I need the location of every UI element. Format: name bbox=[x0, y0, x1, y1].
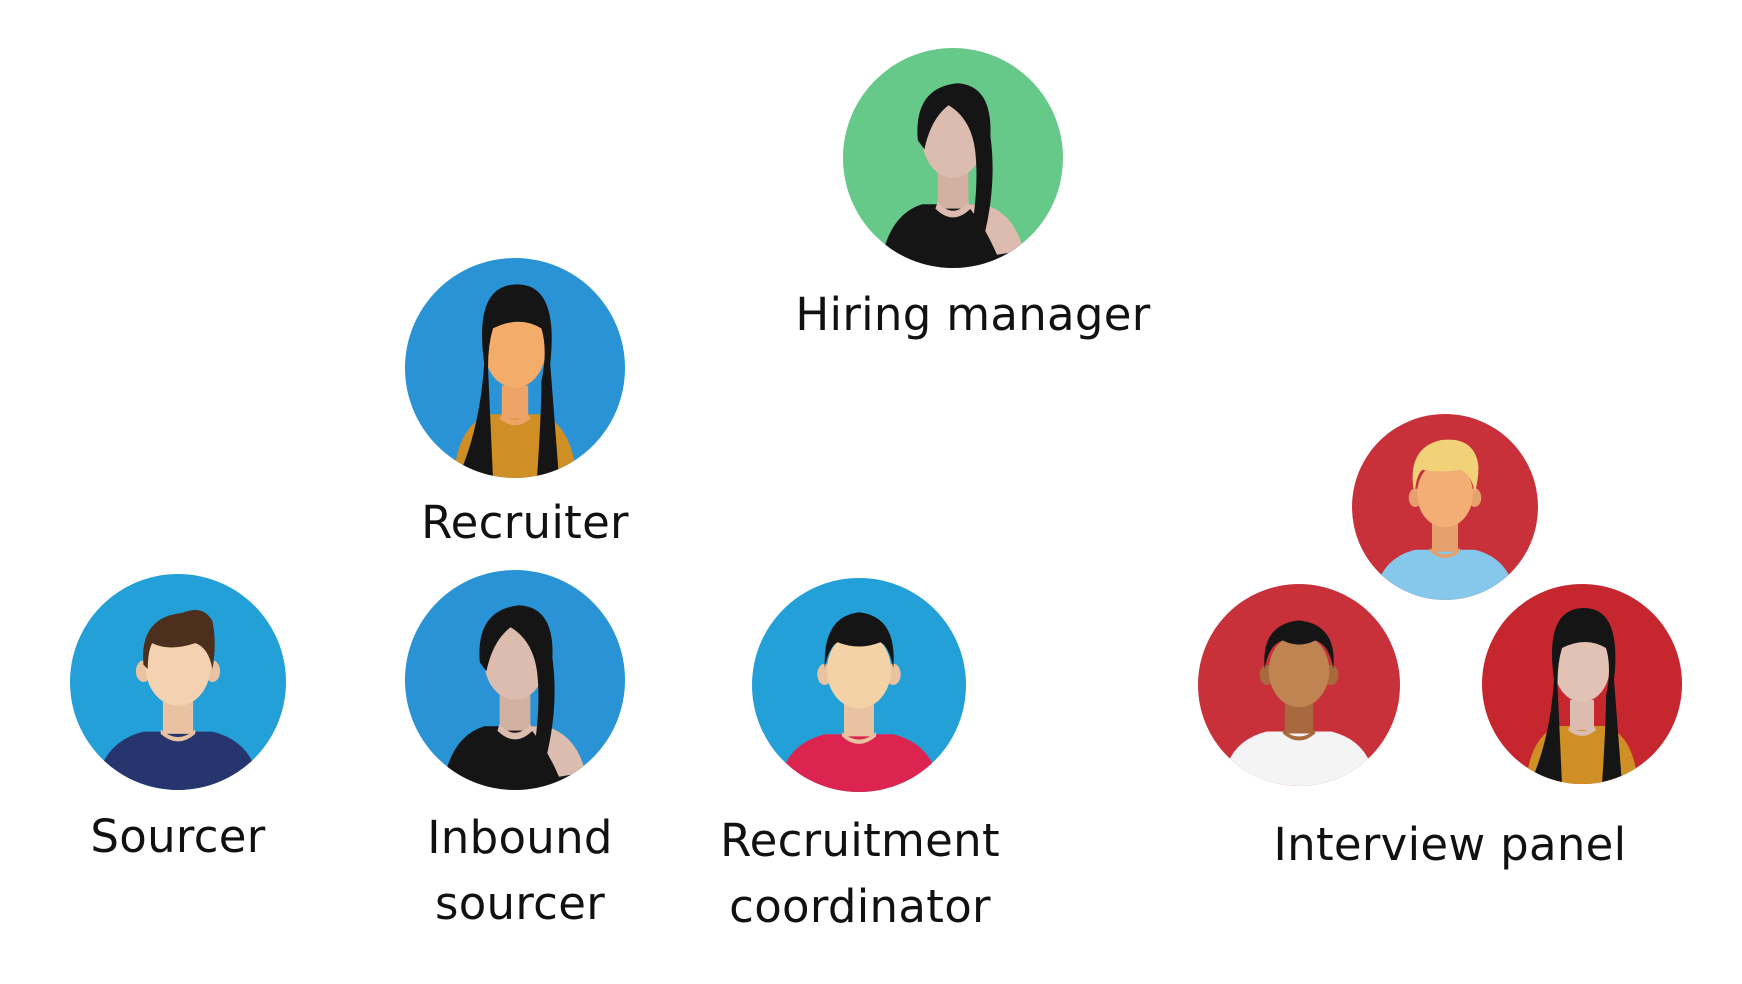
inbound-sourcer-label: Inbound sourcer bbox=[355, 805, 685, 937]
recruitment-coordinator-label: Recruitment coordinator bbox=[695, 808, 1025, 940]
man-black-hair-avatar-icon bbox=[752, 578, 966, 792]
inbound-sourcer-label-line1: Inbound bbox=[427, 811, 613, 864]
man-dark-skin-avatar-icon bbox=[1198, 584, 1400, 786]
woman-long-hair-avatar-icon bbox=[405, 258, 625, 478]
woman-long-hair-avatar-icon bbox=[1482, 584, 1682, 784]
inbound-sourcer-label-line2: sourcer bbox=[434, 877, 606, 930]
woman-side-hair-avatar-icon bbox=[405, 570, 625, 790]
man-blond-hair-avatar-icon bbox=[1352, 414, 1538, 600]
interview-panel-label: Interview panel bbox=[1273, 818, 1627, 871]
sourcer-label: Sourcer bbox=[90, 810, 266, 863]
hiring-manager-label: Hiring manager bbox=[795, 288, 1151, 341]
recruitment-coordinator-label-line1: Recruitment bbox=[720, 814, 1000, 867]
recruiter-label: Recruiter bbox=[421, 496, 629, 549]
recruitment-coordinator-label-line2: coordinator bbox=[729, 880, 991, 933]
man-brown-hair-avatar-icon bbox=[70, 574, 286, 790]
woman-side-hair-avatar-icon bbox=[843, 48, 1063, 268]
